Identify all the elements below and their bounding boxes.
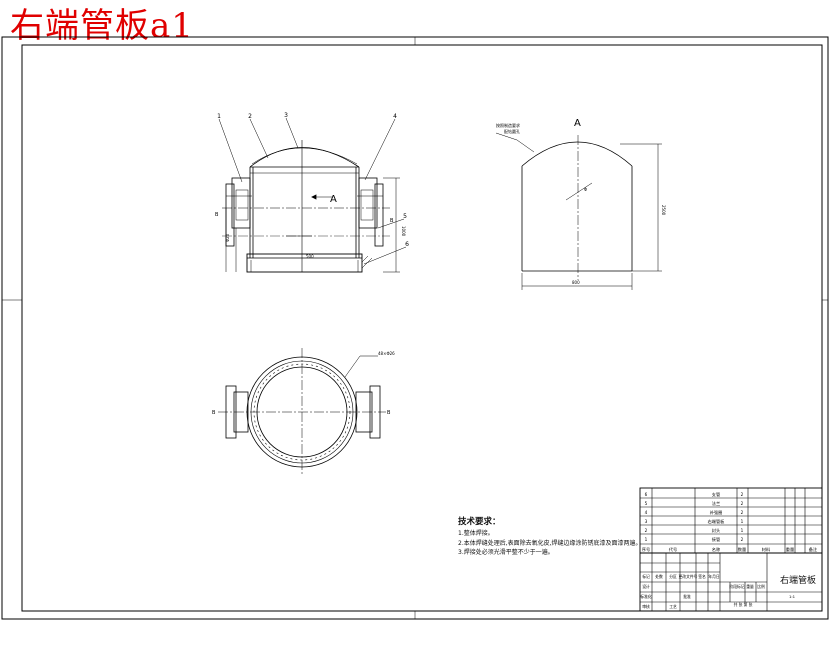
side-dim-diameter: Φ xyxy=(584,187,587,192)
bom-cell: 右端管板 xyxy=(708,518,726,525)
inner-frame xyxy=(21,44,823,612)
balloon-6: 6 xyxy=(405,241,409,248)
bom-header-cell: 材料 xyxy=(762,546,771,553)
front-section-mark: A xyxy=(330,194,337,205)
title-block-cell: 阶段标记 xyxy=(729,584,744,589)
bom-cell: 5 xyxy=(645,501,648,506)
bom-cell: 1 xyxy=(645,537,648,542)
side-dim-width: 800 xyxy=(572,280,580,285)
title-block xyxy=(639,487,823,612)
title-block-cell: 处数 xyxy=(655,574,663,579)
side-callout-line-2: 配钻圆孔 xyxy=(504,128,520,134)
side-dim-height: 2500 xyxy=(661,205,666,216)
bom-header-cell: 数量 xyxy=(738,546,746,553)
plan-letter-left: B xyxy=(212,410,216,416)
drawing-title: 右端管板 xyxy=(779,576,816,586)
title-block-cell: 标记 xyxy=(642,574,650,579)
front-section-letter-left: B xyxy=(215,212,219,218)
balloon-5: 5 xyxy=(403,213,407,220)
bom-cell: 2 xyxy=(741,501,744,506)
bom-cell: 2 xyxy=(741,510,744,515)
front-view xyxy=(218,117,407,273)
bom-cell: 1 xyxy=(741,528,744,533)
notes-line: 2.本体焊缝处理后,表面除去氧化皮,焊缝边缘涂防锈底漆及面漆两遍。 xyxy=(458,539,642,547)
title-block-cell: 比例 xyxy=(757,584,765,589)
title-block-cell: 分区 xyxy=(669,574,677,579)
front-dim-1: 500 xyxy=(306,254,314,259)
side-dome xyxy=(521,141,633,167)
bom-cell: 补强圈 xyxy=(710,509,723,516)
title-block-cell: 签名 xyxy=(698,574,706,579)
part-balloons: 1 2 3 4 5 6 xyxy=(217,112,409,248)
technical-notes: 技术要求： 1.整体焊接。 2.本体焊缝处理后,表面除去氧化皮,焊缝边缘涂防锈底… xyxy=(458,517,658,558)
plan-view xyxy=(218,348,386,476)
bom-cell: 3 xyxy=(645,519,648,524)
side-view xyxy=(495,132,662,290)
title-block-cell: 工艺 xyxy=(669,604,677,609)
bom-header-cell: 名称 xyxy=(712,546,720,553)
bom-cell: 4 xyxy=(645,510,648,515)
notes-line: 3.焊接处必须光滑平整不少于一遍。 xyxy=(458,549,554,556)
side-callout-line-1: 按照制造要求 xyxy=(496,122,520,128)
bom-cell: 2 xyxy=(645,528,648,533)
notes-title: 技术要求： xyxy=(458,517,501,527)
outer-frame xyxy=(1,36,829,620)
plan-dim: 48×Φ26 xyxy=(378,351,395,356)
notes-line: 1.整体焊接。 xyxy=(458,530,494,537)
title-block-cell: 共 张 第 张 xyxy=(734,602,753,607)
front-dome xyxy=(249,147,360,168)
plan-letter-right: B xyxy=(387,410,391,416)
side-view-label: A xyxy=(574,118,581,129)
bom-cell: 2 xyxy=(741,492,744,497)
bom-cell: 接管 xyxy=(712,536,720,543)
front-dim-3: Φ20 xyxy=(225,233,230,242)
title-block-cell: 批准 xyxy=(683,594,691,599)
balloon-2: 2 xyxy=(248,113,252,120)
bom-cell: 支管 xyxy=(712,491,720,498)
bom-cell: 2 xyxy=(741,537,744,542)
bom-header-cell: 代号 xyxy=(669,546,677,553)
balloon-3: 3 xyxy=(284,112,288,119)
front-dim-2: 1000 xyxy=(401,226,406,237)
balloon-1: 1 xyxy=(217,113,221,120)
bom-cell: 6 xyxy=(645,492,648,497)
bom-cell: 封头 xyxy=(712,527,720,534)
title-block-cell: 重量 xyxy=(746,584,754,589)
front-section-letter-right: B xyxy=(390,218,394,224)
title-block-cell: 更改文件号 xyxy=(679,574,698,579)
title-block-cell: 年月日 xyxy=(708,574,720,579)
bom-header-cell: 重量 xyxy=(786,546,794,553)
bom-header-cell: 序号 xyxy=(642,546,650,553)
title-block-cell: 审核 xyxy=(642,604,650,609)
balloon-4: 4 xyxy=(393,113,397,120)
bom-cell: 1 xyxy=(741,519,744,524)
title-block-cell: 1:1 xyxy=(789,594,796,599)
title-block-cell: 标准化 xyxy=(640,594,652,599)
bom-cell: 法兰 xyxy=(712,500,720,507)
page-heading: 右端管板a1 xyxy=(10,6,194,46)
bom-header-cell: 备注 xyxy=(809,546,818,553)
title-block-cell: 设计 xyxy=(642,584,650,589)
